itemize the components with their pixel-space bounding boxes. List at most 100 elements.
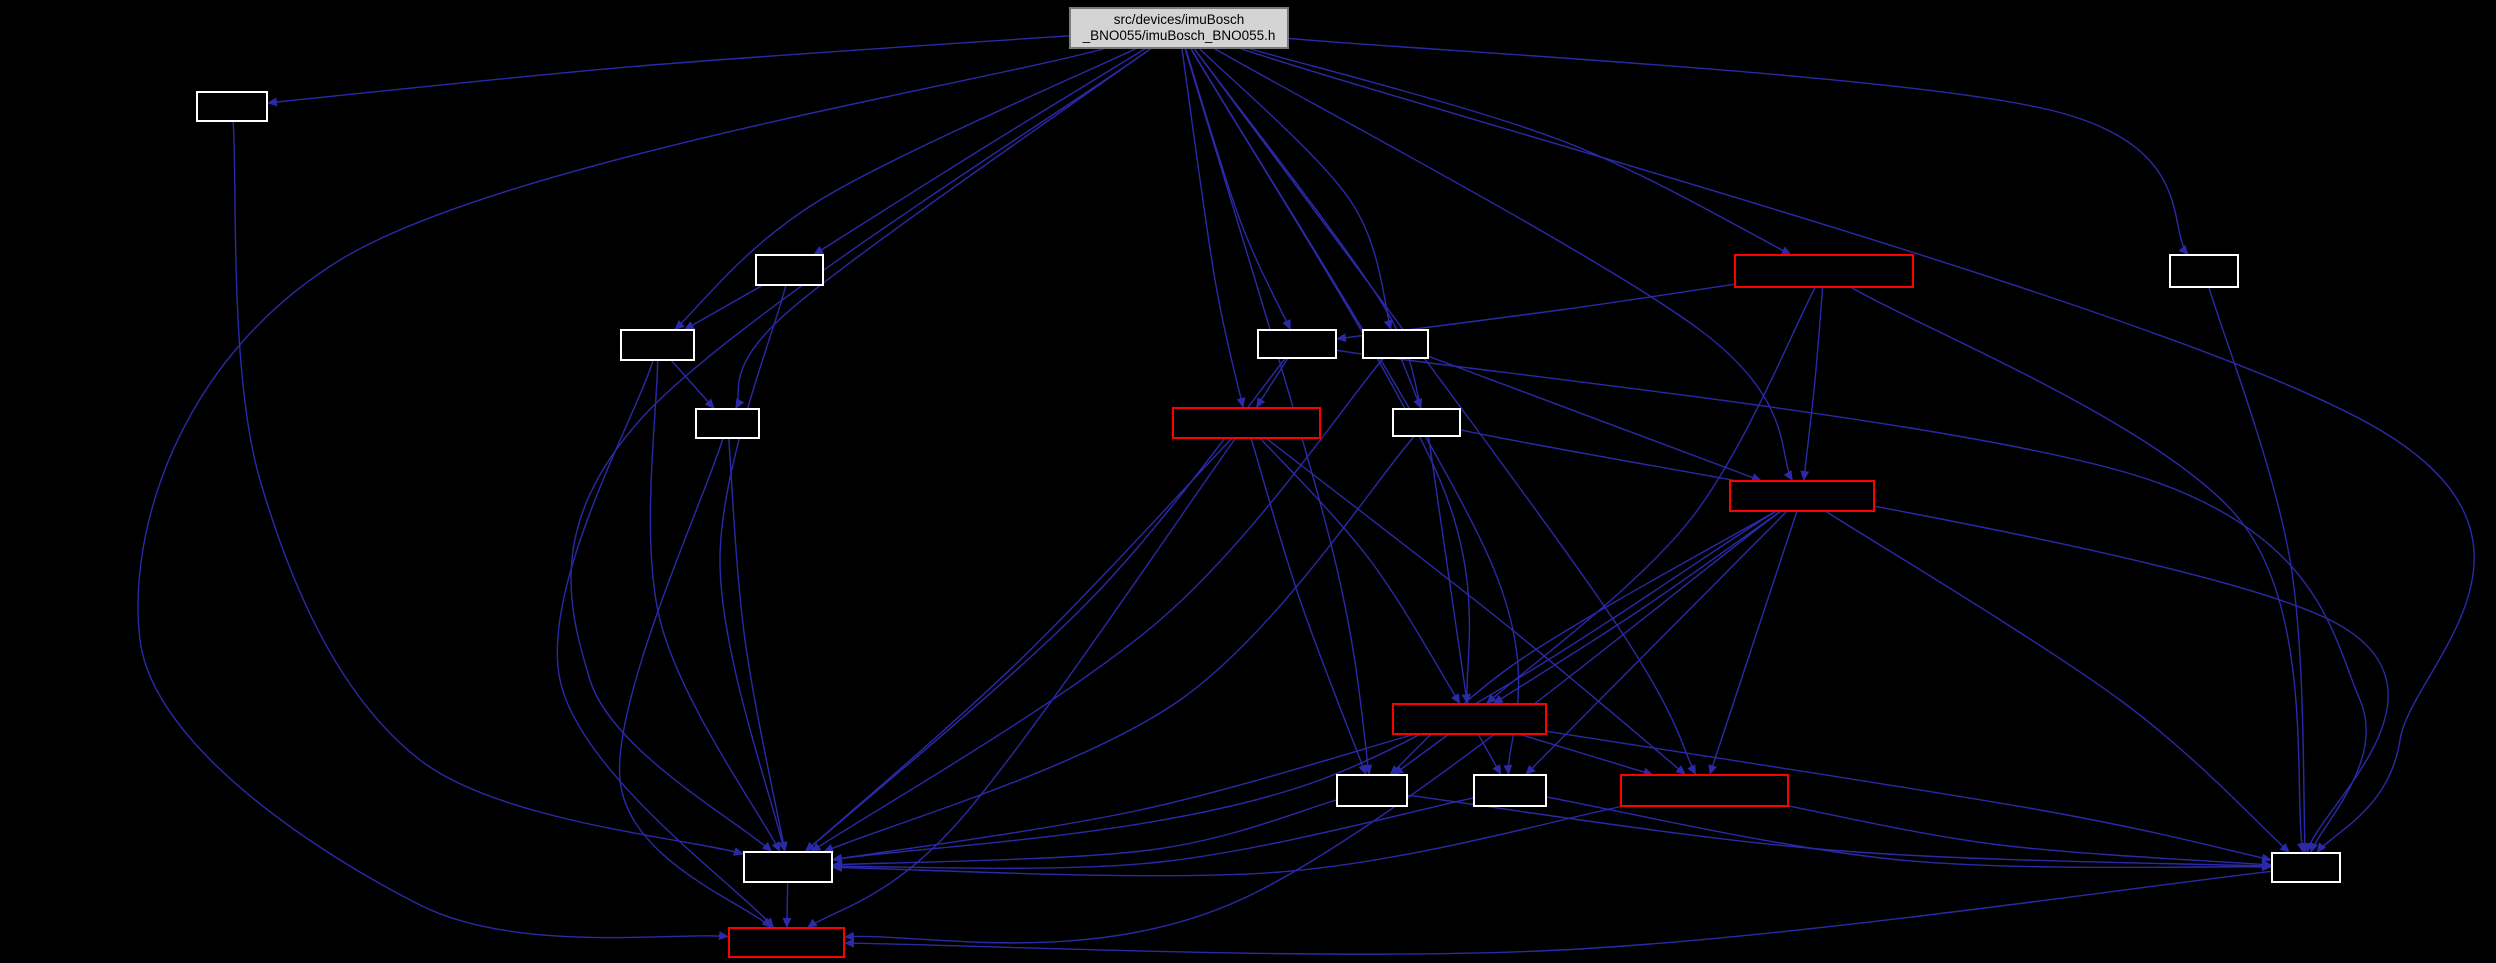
edge-n12-n14 [1477,733,1502,776]
edge-root-n16 [1238,47,2475,854]
node-label: _BNO055/imuBosch_BNO055.h [1082,28,1276,43]
edge-n4-n16 [2208,286,2310,854]
edge-n12-n17 [831,733,1416,863]
edge-root-n8 [734,47,1152,410]
graph-node-n2[interactable] [755,254,824,286]
node-label: src/devices/imuBosch [1114,12,1245,27]
node-box[interactable] [1734,254,1914,288]
node-box[interactable] [1257,329,1337,359]
edge-n3-n11 [1800,286,1824,482]
edge-n13-n16 [1406,794,2273,871]
node-box[interactable] [1392,408,1461,437]
edge-n12-n15 [1518,733,1654,777]
node-box[interactable] [743,851,833,883]
graph-node-n16[interactable] [2271,852,2341,883]
edge-root-n15 [1193,47,1697,776]
node-box[interactable] [1392,703,1547,735]
node-box[interactable] [196,91,268,122]
node-box[interactable] [2271,852,2341,883]
graph-node-n18[interactable] [728,927,845,958]
edge-root-n12 [1189,47,1471,705]
edge-root-n3 [1246,47,1793,256]
edge-n14-n17 [831,797,1475,871]
node-box[interactable] [695,408,760,439]
edge-n11-n14 [1524,510,1788,776]
node-box[interactable] [728,927,845,958]
edge-n9-n17 [804,437,1233,853]
graph-node-n11[interactable] [1729,480,1875,512]
edge-root-n9 [1181,47,1246,409]
edge-root-n1 [266,34,1071,107]
edge-n12-n16 [1545,730,2273,863]
root-node-box [1069,7,1289,49]
node-box[interactable] [1336,774,1408,807]
edge-root-n18 [137,47,1107,941]
graph-node-n5[interactable] [620,329,695,361]
edge-n8-n17 [727,437,788,853]
graph-node-n12[interactable] [1392,703,1547,735]
edge-n2-n17 [719,284,787,853]
edge-n8-n18 [618,437,773,929]
edge-n3-n16 [1850,286,2306,854]
edge-n3-n12 [1485,286,1817,705]
edge-n16-n18 [843,870,2273,955]
edge-n10-n17 [822,435,1416,853]
graph-node-n4[interactable] [2169,254,2239,288]
graph-node-n14[interactable] [1473,774,1547,807]
edge-root-n5 [673,47,1138,331]
node-box[interactable] [1473,774,1547,807]
edge-n6-n9 [1255,357,1289,409]
edge-root-n13 [1184,47,1373,776]
edge-n10-n16 [1459,429,2389,854]
edge-n11-n15 [1708,510,1798,776]
edge-n9-n12 [1259,437,1461,705]
edge-n9-n18 [806,437,1237,929]
edge-n5-n8 [670,359,716,410]
graph-node-n3[interactable] [1734,254,1914,288]
graph-node-root: src/devices/imuBosch_BNO055/imuBosch_BNO… [1069,7,1289,49]
edge-n15-n17 [831,805,1624,877]
graph-node-n17[interactable] [743,851,833,883]
edge-n7-n17 [810,357,1385,853]
edge-root-n11 [1213,47,1794,482]
edge-n6-n16 [1335,349,2367,854]
graph-node-n7[interactable] [1362,329,1429,359]
node-box[interactable] [1620,774,1789,807]
graph-node-n10[interactable] [1392,408,1461,437]
node-box[interactable] [755,254,824,286]
edge-n17-n18 [782,881,792,929]
edge-n2-n5 [683,284,764,331]
edge-n11-n12 [1492,510,1782,705]
graph-node-n13[interactable] [1336,774,1408,807]
edge-n5-n17 [649,359,781,853]
edge-n5-n18 [556,359,775,929]
edge-n12-n13 [1392,733,1450,776]
edge-n14-n16 [1545,796,2273,872]
edge-n15-n16 [1787,805,2273,869]
edge-root-n2 [812,47,1147,256]
edge-n7-n10 [1400,357,1422,410]
edge-n7-n11 [1427,355,1763,482]
edge-n11-n17 [831,510,1777,863]
node-box[interactable] [1172,407,1321,439]
edge-n11-n16 [1825,510,2291,854]
graph-node-n6[interactable] [1257,329,1337,359]
edge-n11-n13 [1389,510,1777,776]
graph-node-n1[interactable] [196,91,268,122]
edge-n10-n12 [1427,435,1471,705]
edge-root-n7 [1198,47,1393,331]
graph-node-n8[interactable] [695,408,760,439]
node-box[interactable] [1729,480,1875,512]
node-box[interactable] [1362,329,1429,359]
edge-n11-n18 [843,510,1782,944]
node-box[interactable] [620,329,695,361]
edge-n9-n13 [1250,437,1367,776]
graph-node-n9[interactable] [1172,407,1321,439]
edge-n13-n17 [831,799,1338,869]
graph-node-n15[interactable] [1620,774,1789,807]
edge-n1-n17 [232,120,745,856]
node-box[interactable] [2169,254,2239,288]
edge-root-n17 [570,47,1152,853]
edge-n9-n15 [1265,437,1687,776]
